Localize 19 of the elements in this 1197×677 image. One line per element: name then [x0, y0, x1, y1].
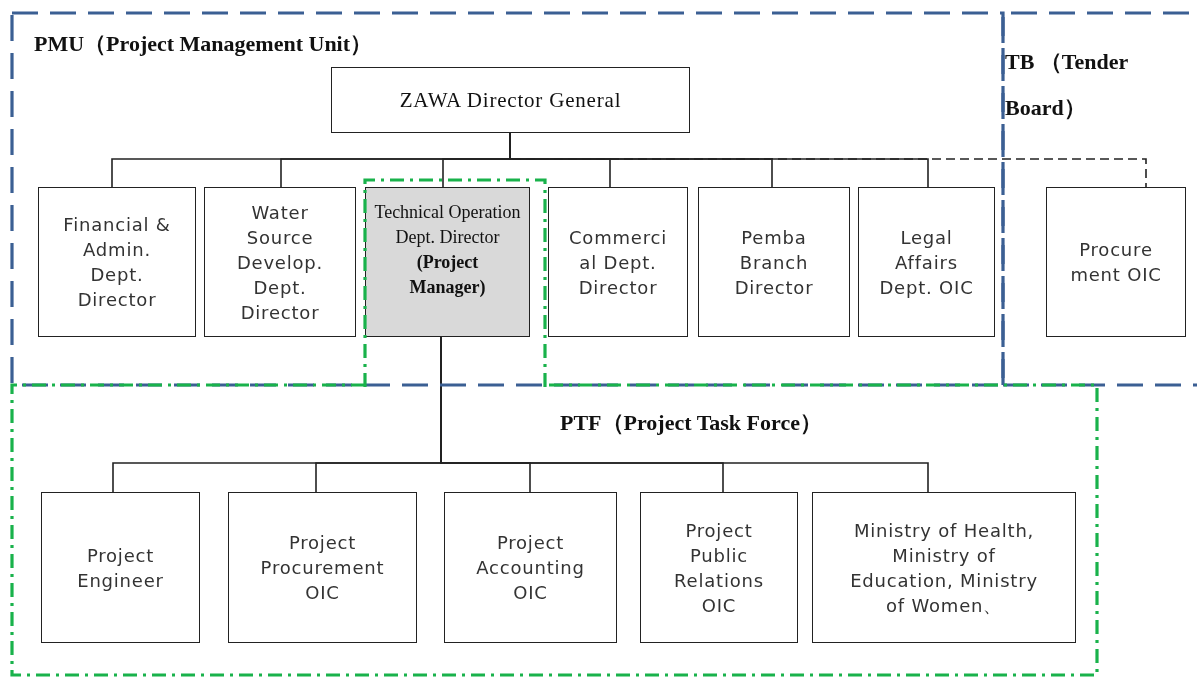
group-heading: PMU（Project Management Unit） — [34, 30, 373, 58]
org-box: Project Procurement OIC — [228, 492, 417, 643]
org-box: Pemba Branch Director — [698, 187, 850, 337]
group-heading: PTF（Project Task Force） — [560, 409, 822, 437]
org-box: Project Engineer — [41, 492, 200, 643]
group-heading: TB （Tender Board） — [1005, 48, 1129, 122]
dashed-region — [12, 385, 1097, 677]
org-box: Water Source Develop. Dept. Director — [204, 187, 356, 337]
org-box: Ministry of Health, Ministry of Education, Ministry of Women、 — [812, 492, 1076, 643]
org-box: ZAWA Director General — [331, 67, 690, 133]
org-box: Financial & Admin. Dept. Director — [38, 187, 196, 337]
dashed-region — [12, 13, 1003, 385]
org-box: Legal Affairs Dept. OIC — [858, 187, 995, 337]
org-box: Project Public Relations OIC — [640, 492, 798, 643]
dashed-region — [1003, 13, 1197, 385]
org-box: Commerci al Dept. Director — [548, 187, 688, 337]
org-box: Procure ment OIC — [1046, 187, 1186, 337]
org-box: Project Accounting OIC — [444, 492, 617, 643]
org-box: Technical Operation Dept. Director (Project Manager) — [365, 187, 530, 337]
